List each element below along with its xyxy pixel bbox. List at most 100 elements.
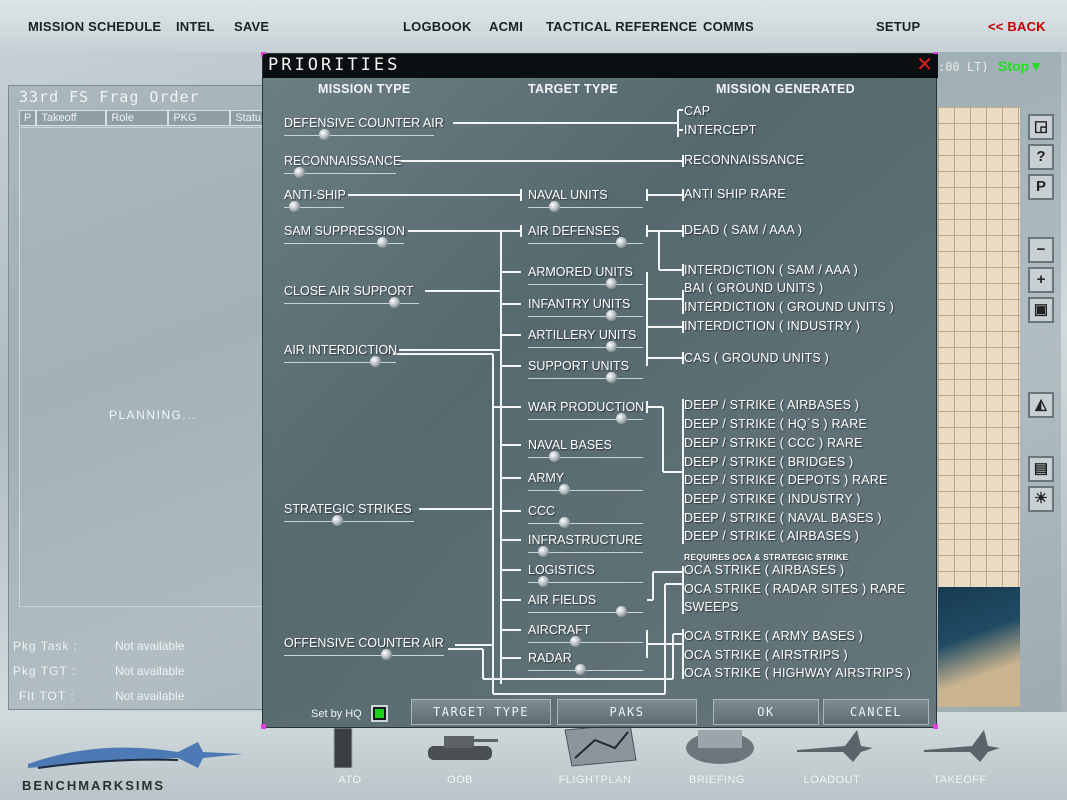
slider-knob[interactable] bbox=[559, 517, 570, 528]
units-filter-icon[interactable]: ▤ bbox=[1028, 456, 1054, 482]
close-icon[interactable]: ✕ bbox=[916, 54, 933, 76]
target-type-label: AIRCRAFT bbox=[528, 623, 591, 637]
menu-acmi[interactable]: ACMI bbox=[489, 19, 524, 34]
slider-knob[interactable] bbox=[606, 341, 617, 352]
slider-knob[interactable] bbox=[381, 649, 392, 660]
target-type-slider[interactable] bbox=[528, 482, 643, 496]
slider-knob[interactable] bbox=[616, 606, 627, 617]
target-type-button[interactable]: TARGET TYPE bbox=[411, 699, 551, 725]
slider-knob[interactable] bbox=[570, 636, 581, 647]
mission-type-slider[interactable] bbox=[284, 199, 344, 213]
slider-knob[interactable] bbox=[389, 297, 400, 308]
slider-knob[interactable] bbox=[616, 237, 627, 248]
target-type-slider[interactable] bbox=[528, 662, 643, 676]
pkg-task-row: Pkg Task : Not available bbox=[13, 639, 184, 653]
tab-flightplan[interactable]: FLIGHTPLAN bbox=[558, 774, 632, 786]
slider-knob[interactable] bbox=[538, 576, 549, 587]
slider-track bbox=[284, 521, 414, 522]
slider-knob[interactable] bbox=[616, 413, 627, 424]
campaign-map[interactable] bbox=[938, 107, 1020, 707]
slider-knob[interactable] bbox=[332, 515, 343, 526]
zoom-out-icon[interactable]: − bbox=[1028, 237, 1054, 263]
slider-knob[interactable] bbox=[289, 201, 300, 212]
target-type-slider[interactable] bbox=[528, 276, 643, 290]
menu-comms[interactable]: COMMS bbox=[703, 19, 754, 34]
mission-type-slider[interactable] bbox=[284, 513, 414, 527]
help-icon[interactable]: ? bbox=[1028, 144, 1054, 170]
menu-logbook[interactable]: LOGBOOK bbox=[403, 19, 472, 34]
paks-button[interactable]: PAKS bbox=[557, 699, 697, 725]
menu-setup[interactable]: SETUP bbox=[876, 19, 921, 34]
mission-type-slider[interactable] bbox=[284, 295, 419, 309]
target-type-slider[interactable] bbox=[528, 370, 643, 384]
ok-button[interactable]: OK bbox=[713, 699, 819, 725]
target-type-label: CCC bbox=[528, 504, 556, 518]
slider-knob[interactable] bbox=[294, 167, 305, 178]
tab-loadout[interactable]: LOADOUT bbox=[803, 774, 861, 786]
menu-save[interactable]: SAVE bbox=[234, 19, 270, 34]
slider-track bbox=[284, 207, 344, 208]
tab-ato[interactable]: ATO bbox=[338, 774, 362, 786]
mission-type-slider[interactable] bbox=[284, 165, 396, 179]
slider-knob[interactable] bbox=[575, 664, 586, 675]
slider-knob[interactable] bbox=[606, 310, 617, 321]
target-type-label: WAR PRODUCTION bbox=[528, 400, 645, 414]
target-type-slider[interactable] bbox=[528, 604, 643, 618]
tab-briefing[interactable]: BRIEFING bbox=[689, 774, 745, 786]
col-priority[interactable]: P bbox=[19, 110, 37, 126]
slider-knob[interactable] bbox=[319, 129, 330, 140]
target-type-slider[interactable] bbox=[528, 449, 643, 463]
tab-oob[interactable]: OOB bbox=[447, 774, 473, 786]
col-role[interactable]: Role bbox=[106, 110, 169, 126]
slider-track bbox=[284, 655, 444, 656]
mission-type-slider[interactable] bbox=[284, 127, 434, 141]
mission-type-slider[interactable] bbox=[284, 354, 396, 368]
slider-knob[interactable] bbox=[538, 546, 549, 557]
checkbox-checked-indicator bbox=[375, 709, 384, 718]
target-type-slider[interactable] bbox=[528, 235, 643, 249]
target-type-label: RADAR bbox=[528, 651, 572, 665]
mission-type-label: CLOSE AIR SUPPORT bbox=[284, 284, 414, 298]
slider-track bbox=[528, 316, 643, 317]
slider-knob[interactable] bbox=[549, 451, 560, 462]
slider-knob[interactable] bbox=[377, 237, 388, 248]
map-layers-icon[interactable]: ◲ bbox=[1028, 114, 1054, 140]
mission-type-label: AIR INTERDICTION bbox=[284, 343, 398, 357]
menu-intel[interactable]: INTEL bbox=[176, 19, 215, 34]
target-type-slider[interactable] bbox=[528, 574, 643, 588]
fit-map-icon[interactable]: ▣ bbox=[1028, 297, 1054, 323]
slider-knob[interactable] bbox=[370, 356, 381, 367]
mission-type-slider[interactable] bbox=[284, 647, 444, 661]
target-type-slider[interactable] bbox=[528, 308, 643, 322]
frag-list[interactable] bbox=[19, 127, 271, 607]
slider-knob[interactable] bbox=[606, 372, 617, 383]
dialog-titlebar[interactable]: PRIORITIES ✕ bbox=[263, 54, 938, 78]
p-icon[interactable]: P bbox=[1028, 174, 1054, 200]
mission-type-label: SAM SUPPRESSION bbox=[284, 224, 405, 238]
slider-knob[interactable] bbox=[549, 201, 560, 212]
col-status[interactable]: Statu bbox=[230, 110, 271, 126]
menu-back[interactable]: << BACK bbox=[988, 19, 1046, 34]
generated-mission: DEEP / STRIKE ( NAVAL BASES ) bbox=[684, 511, 882, 525]
slider-knob[interactable] bbox=[606, 278, 617, 289]
col-pkg[interactable]: PKG bbox=[168, 110, 231, 126]
menu-tactical-reference[interactable]: TACTICAL REFERENCE bbox=[546, 19, 698, 34]
target-type-slider[interactable] bbox=[528, 634, 643, 648]
cancel-button[interactable]: CANCEL bbox=[823, 699, 929, 725]
target-type-slider[interactable] bbox=[528, 339, 643, 353]
zoom-in-icon[interactable]: + bbox=[1028, 267, 1054, 293]
weather-icon[interactable]: ☀ bbox=[1028, 486, 1054, 512]
dialog-title: PRIORITIES bbox=[268, 55, 401, 75]
slider-knob[interactable] bbox=[559, 484, 570, 495]
time-stop-button[interactable]: Stop▼ bbox=[998, 58, 1043, 74]
target-type-slider[interactable] bbox=[528, 411, 643, 425]
col-takeoff[interactable]: Takeoff bbox=[36, 110, 107, 126]
menu-mission-schedule[interactable]: MISSION SCHEDULE bbox=[28, 19, 162, 34]
target-type-slider[interactable] bbox=[528, 199, 643, 213]
set-by-hq-checkbox[interactable] bbox=[371, 705, 388, 722]
target-type-slider[interactable] bbox=[528, 544, 643, 558]
tab-takeoff[interactable]: TAKEOFF bbox=[933, 774, 987, 786]
target-type-slider[interactable] bbox=[528, 515, 643, 529]
mission-type-slider[interactable] bbox=[284, 235, 404, 249]
threat-rings-icon[interactable]: ◭ bbox=[1028, 392, 1054, 418]
